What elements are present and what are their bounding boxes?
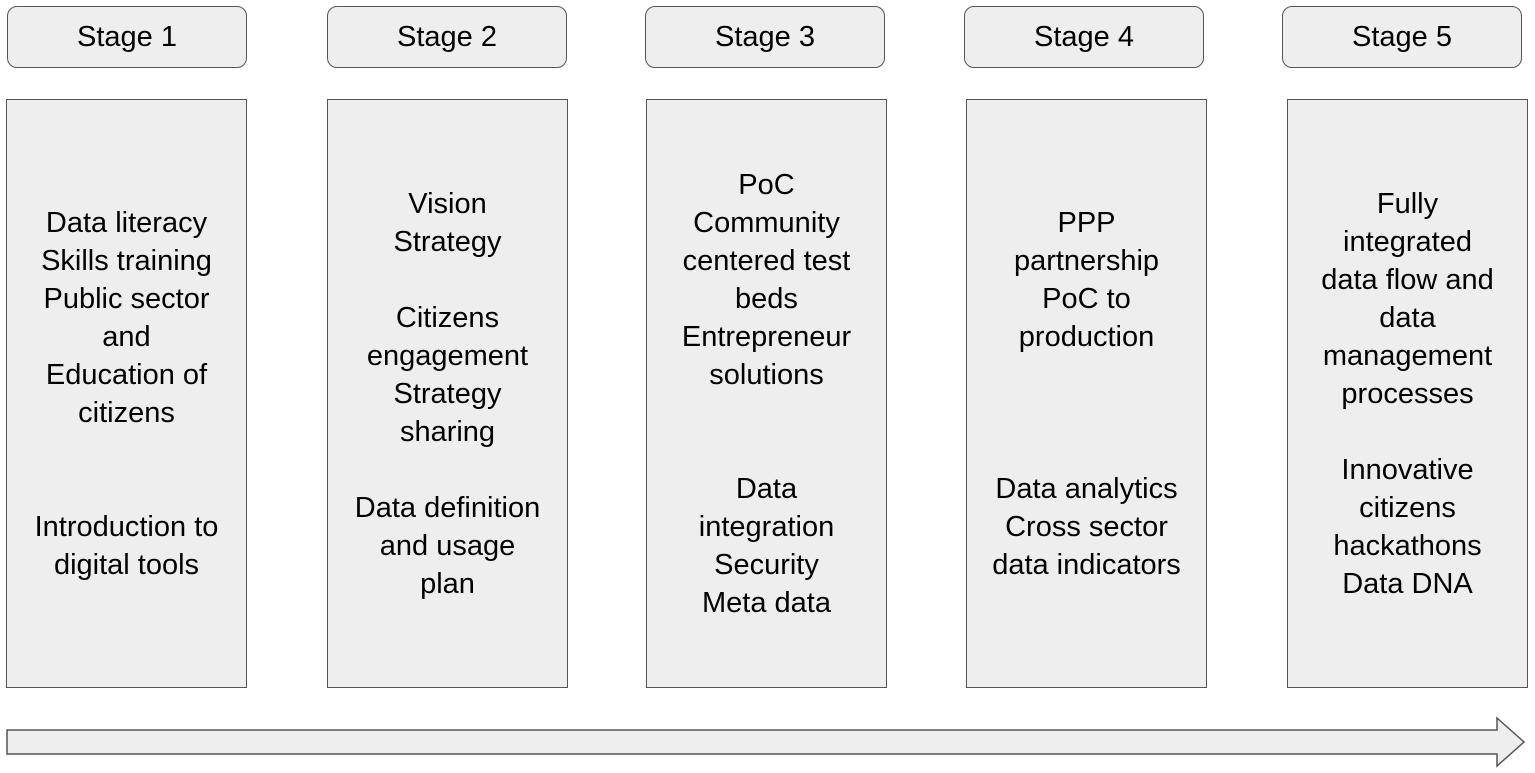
stage-1-header: Stage 1: [7, 6, 247, 68]
stage-1-item: Public sector: [43, 282, 210, 315]
stage-3-item: Security: [714, 548, 819, 581]
stage-2-item: Vision: [408, 187, 487, 220]
stage-5-item: Fully: [1376, 187, 1439, 220]
stage-3-item: Entrepreneur: [681, 320, 852, 353]
stage-1-item: Skills training: [41, 244, 212, 277]
stage-1-item: Education of: [45, 358, 208, 391]
stage-1-item: Data literacy: [45, 206, 208, 239]
stage-2-item: engagement: [366, 339, 529, 372]
stage-3-item: solutions: [709, 358, 824, 391]
right-arrow-icon: [6, 716, 1526, 768]
stage-2-item: Strategy: [393, 225, 502, 258]
stage-3-item: beds: [735, 282, 798, 315]
stage-4-header: Stage 4: [964, 6, 1204, 68]
stage-3-item: Community: [693, 206, 840, 239]
stage-4-item: Cross sector: [1005, 510, 1168, 543]
stage-3-item: Data: [735, 472, 798, 505]
stage-5-item: management: [1322, 339, 1493, 372]
stage-5-item: integrated: [1343, 225, 1472, 258]
stage-2-item: sharing: [399, 415, 496, 448]
stage-2-header: Stage 2: [327, 6, 567, 68]
stage-4-item: PPP: [1057, 206, 1116, 239]
stage-5-item: hackathons: [1333, 529, 1482, 562]
stage-3-header: Stage 3: [645, 6, 885, 68]
stage-4-box: PPP partnership PoC to production Data a…: [966, 99, 1207, 688]
stage-4-item: partnership: [1013, 244, 1160, 277]
stage-1-item: Introduction to: [34, 510, 219, 543]
stage-4-item: PoC to: [1042, 282, 1131, 315]
stage-1-item: citizens: [78, 396, 175, 429]
stage-1-item: digital tools: [53, 548, 200, 581]
stage-5-item: data flow and: [1321, 263, 1494, 296]
stage-3-item: PoC: [738, 168, 795, 201]
timeline-arrow-shape: [6, 716, 1526, 768]
stage-5-item: Data DNA: [1342, 567, 1473, 600]
stage-4-item: production: [1018, 320, 1155, 353]
stage-1-box: Data literacy Skills training Public sec…: [6, 99, 247, 688]
stage-4-item: data indicators: [992, 548, 1181, 581]
stage-3-item: integration: [698, 510, 835, 543]
stage-3-item: centered test: [682, 244, 851, 277]
stage-5-item: citizens: [1359, 491, 1456, 524]
stage-5-item: Innovative: [1341, 453, 1474, 486]
stage-2-item: Strategy: [393, 377, 502, 410]
stage-3-box: PoC Community centered test beds Entrepr…: [646, 99, 887, 688]
stage-5-header: Stage 5: [1282, 6, 1522, 68]
stage-4-item: Data analytics: [995, 472, 1178, 505]
stage-2-item: Citizens: [395, 301, 500, 334]
stage-2-item: plan: [420, 567, 475, 600]
stage-5-box: Fully integrated data flow and data mana…: [1287, 99, 1528, 688]
stage-2-item: and usage: [379, 529, 516, 562]
stage-3-item: Meta data: [702, 586, 831, 619]
stage-2-box: Vision Strategy Citizens engagement Stra…: [327, 99, 568, 688]
stage-1-item: and: [102, 320, 151, 353]
stage-5-item: processes: [1341, 377, 1474, 410]
stage-5-item: data: [1379, 301, 1436, 334]
stage-2-item: Data definition: [354, 491, 541, 524]
